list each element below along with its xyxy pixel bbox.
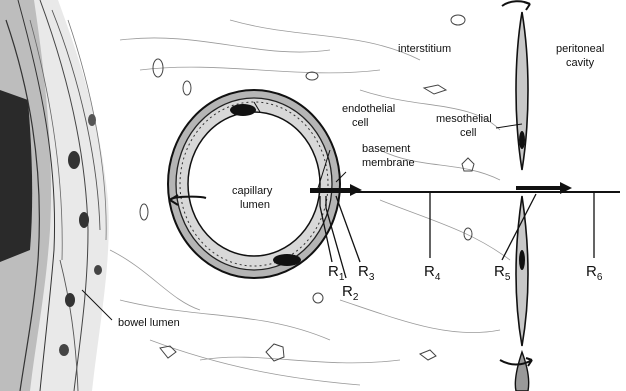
label-mesothelial-2: cell (460, 127, 477, 139)
label-basement-1: basement (362, 143, 410, 155)
capillary (168, 90, 340, 278)
label-capillary-2: lumen (240, 199, 270, 211)
label-peritoneal-2: cavity (566, 57, 595, 69)
label-mesothelial-1: mesothelial (436, 113, 492, 125)
label-peritoneal-1: peritoneal (556, 43, 604, 55)
label-basement-2: membrane (362, 157, 415, 169)
label-bowel-lumen: bowel lumen (118, 317, 180, 329)
endothelial-nucleus-bottom (273, 254, 301, 266)
label-capillary-1: capillary (232, 185, 273, 197)
label-endothelial-1: endothelial (342, 103, 395, 115)
label-endothelial-2: cell (352, 117, 369, 129)
endothelial-nucleus-top (230, 104, 256, 116)
label-interstitium: interstitium (398, 43, 451, 55)
